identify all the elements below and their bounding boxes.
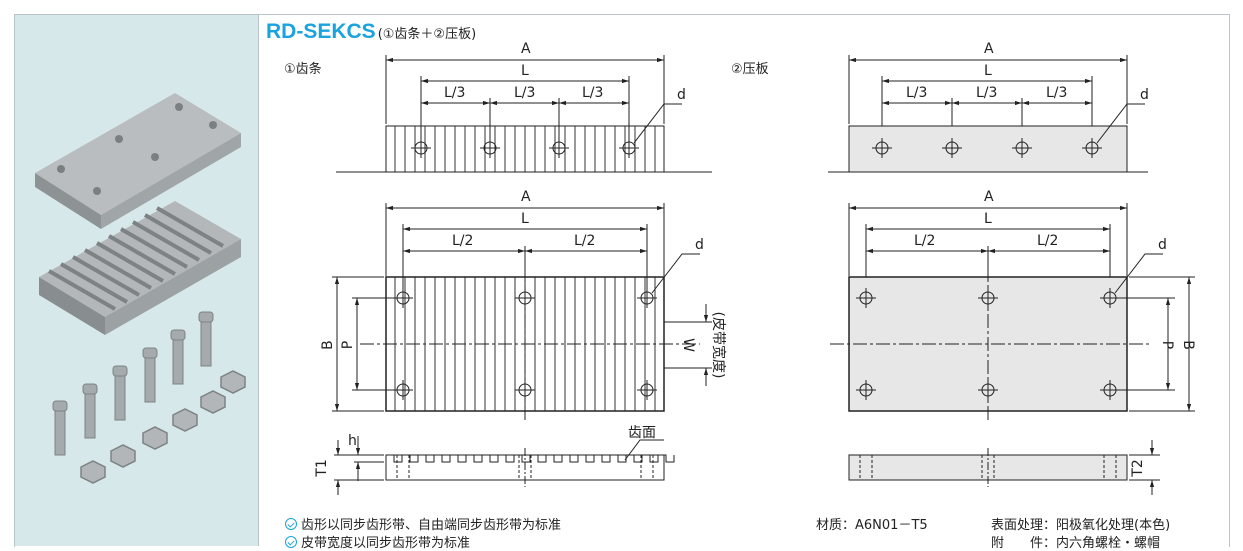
plate-front-dim-p: P [1159,341,1175,349]
note-2: 皮带宽度以同步齿形带为标准 [285,532,470,551]
tooth-face-label: 齿面 [628,425,656,441]
rack-front-dim-d: d [695,237,704,253]
rack-side-dim-h: h [348,433,357,449]
plate-front-dim-a: A [984,189,994,205]
surface-value: 阳极氧化处理(本色) [1056,518,1171,533]
rack-top-dim-l: L [521,63,529,79]
plate-top-dim-a: A [984,41,994,57]
plate-top-dim-l3-1: L/3 [906,85,927,101]
note-2-text: 皮带宽度以同步齿形带为标准 [301,536,471,551]
bolts-photo [52,311,214,456]
rack-front-view [332,203,712,420]
check-icon [285,517,297,530]
nuts-photo [80,370,246,484]
rack-view-label: ①齿条 [284,62,322,77]
page-frame [14,14,1230,547]
rack-top-dim-a: A [521,41,531,57]
product-photo-panel [15,15,258,546]
plate-side-dim-t2: T2 [1130,459,1146,477]
accessory-value: 内六角螺栓・螺帽 [1056,536,1161,551]
rack-top-dim-l3-1: L/3 [444,85,465,101]
accessory-spec: 附 件：内六角螺栓・螺帽 [991,532,1160,551]
rack-front-dim-l2-2: L/2 [574,233,595,249]
plate-front-dim-b: B [1180,340,1196,350]
product-subtitle: (①齿条＋②压板) [377,27,477,42]
note-1-text: 齿形以同步齿形带、自由端同步齿形带为标准 [301,518,562,533]
plate-front-dim-l: L [984,211,992,227]
plate-front-dim-d: d [1158,237,1167,253]
rack-front-dim-b: B [320,340,336,350]
rack-front-dim-w: W [680,338,696,352]
rack-front-dim-a: A [521,189,531,205]
material-value: A6N01－T5 [855,518,928,533]
accessory-label: 附 件： [991,536,1057,551]
rack-front-dim-p: P [340,341,356,349]
product-code: RD-SEKCS [266,20,376,43]
rack-top-dim-l3-3: L/3 [582,85,603,101]
plate-top-dim-d: d [1140,87,1149,103]
rack-side-dim-t1: T1 [314,459,330,477]
plate-front-dim-l2-1: L/2 [914,233,935,249]
rack-front-dim-l: L [521,211,529,227]
rack-top-view [336,55,712,173]
rack-photo [39,201,241,335]
plate-front-dim-l2-2: L/2 [1037,233,1058,249]
plate-top-dim-l: L [984,63,992,79]
plate-top-dim-l3-3: L/3 [1046,85,1067,101]
page-title: RD-SEKCS(①齿条＋②压板) [266,20,476,44]
plate-top-dim-l3-2: L/3 [976,85,997,101]
rack-front-dim-l2-1: L/2 [452,233,473,249]
rack-top-dim-d: d [677,87,686,103]
surface-spec: 表面处理：阳极氧化处理(本色) [991,514,1170,533]
plate-front-view [830,203,1195,420]
surface-label: 表面处理： [991,518,1057,533]
plate-view-label: ②压板 [731,62,769,77]
rack-top-dim-l3-2: L/3 [514,85,535,101]
plate-top-view [828,55,1148,173]
product-photo [35,93,246,484]
belt-width-note: (皮带宽度) [710,312,727,379]
plate-photo [35,93,241,229]
material-spec: 材质：A6N01－T5 [816,514,928,533]
panel-divider [258,15,259,546]
note-1: 齿形以同步齿形带、自由端同步齿形带为标准 [285,514,561,533]
rack-side-view [334,436,675,495]
plate-side-view [848,440,1160,495]
material-label: 材质： [816,518,856,533]
